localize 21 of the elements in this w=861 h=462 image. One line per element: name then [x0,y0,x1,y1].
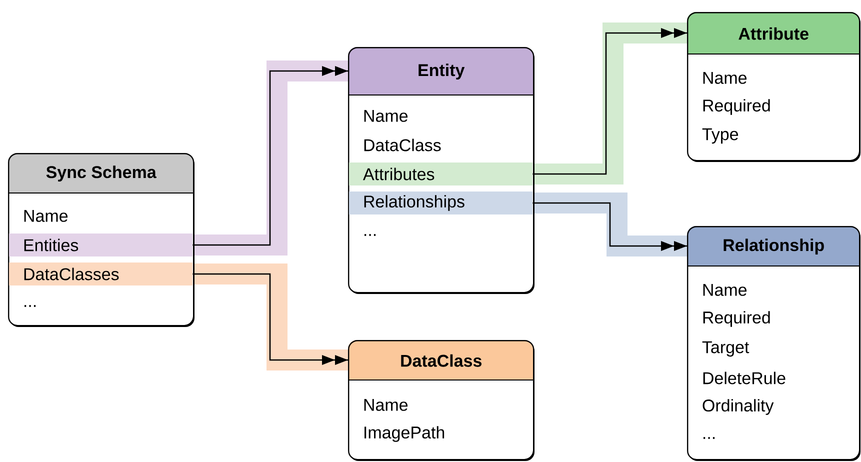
table-row: ... [364,234,376,236]
arrow [532,202,687,251]
table-row: Name [703,72,747,84]
table-row: Ordinality [702,399,774,415]
table-row: Relationships [348,192,532,214]
table-row: Type [702,128,738,144]
table-row: DataClass [364,138,441,152]
table-row: Name [364,110,408,122]
table-row: Required [703,311,770,327]
table-row: Required [703,99,770,115]
table-row: DataClasses [8,262,192,286]
table-row: Name [364,399,408,411]
table-row: ... [24,305,36,307]
table-row: Target [702,341,750,357]
table-row: Entities [8,234,192,256]
table-row: Attributes [348,162,532,186]
table-row: DeleteRule [703,372,786,384]
table-row: ImagePath [364,426,444,442]
table-row: ... [704,437,715,439]
table-row: Name [24,210,68,222]
table-row: Name [703,284,747,296]
